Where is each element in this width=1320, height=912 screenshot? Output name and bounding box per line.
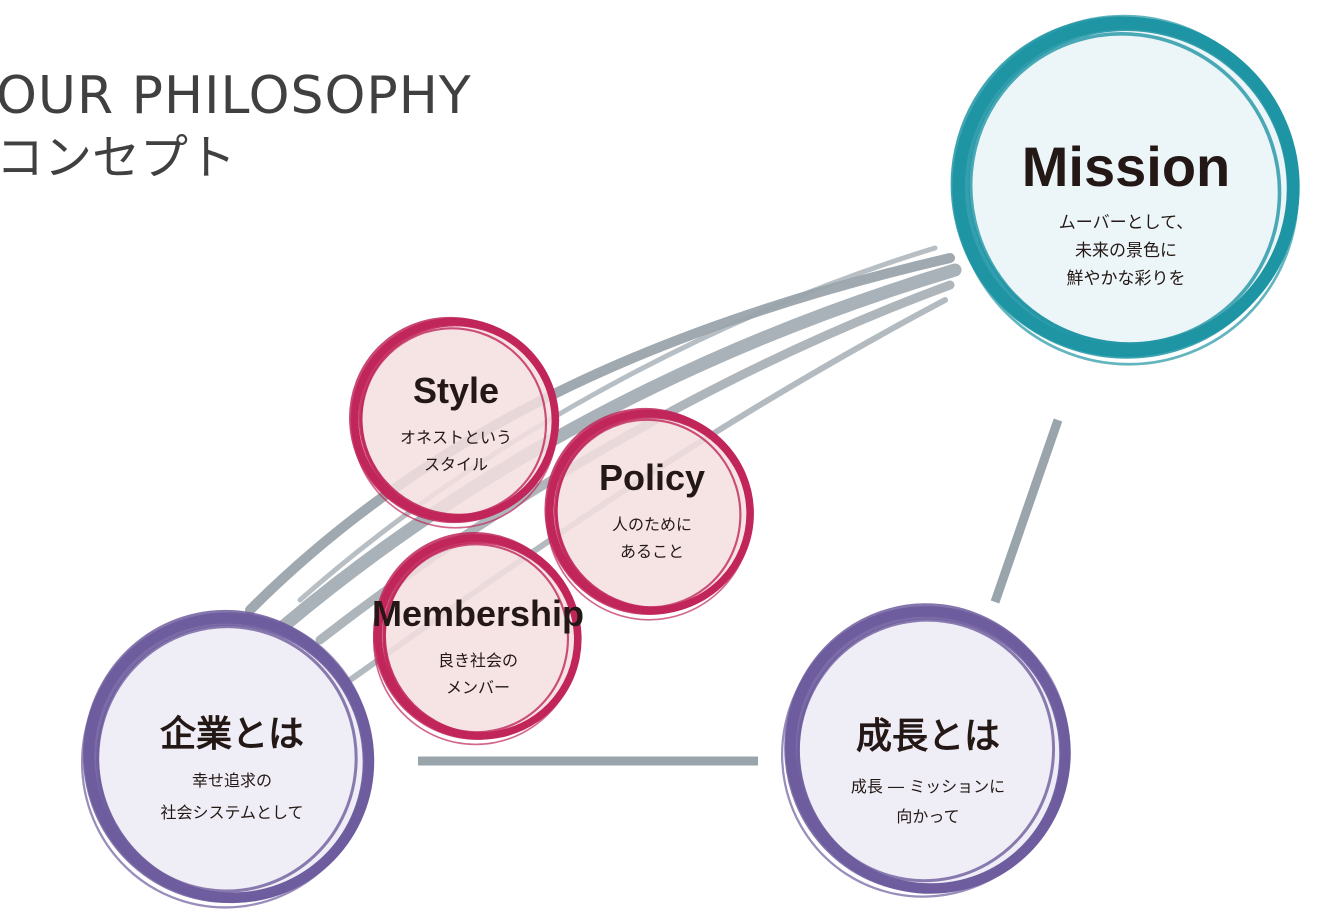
mission-ring-stroke: [968, 32, 1282, 347]
membership-line-1: 良き社会の: [438, 651, 518, 670]
values-ring-stroke: [351, 317, 559, 529]
values-ring: [372, 532, 582, 746]
connector-growth-to-mission: [990, 418, 1063, 604]
style-node: Style オネストという スタイル: [349, 316, 560, 529]
base-ring-stroke: [796, 618, 1056, 883]
growth-node: 成長とは 成長 ― ミッションに 向かって: [781, 603, 1071, 898]
values-ring-stroke: [544, 407, 750, 616]
policy-line-1: 人のために: [612, 515, 692, 534]
nodes-layer: Mission ムーバーとして、 未来の景色に 鮮やかな彩りを Style オネ…: [80, 14, 1300, 909]
company-title: 企業とは: [160, 713, 304, 754]
mission-line-2: 未来の景色に: [1075, 241, 1177, 261]
heading-title-en: OUR PHILOSOPHY: [0, 66, 472, 126]
values-ring-fill: [552, 414, 748, 610]
connector-company-to-mission-b: [278, 263, 962, 632]
style-line-2: スタイル: [424, 455, 488, 474]
values-ring-fill: [357, 322, 553, 518]
membership-node: Membership 良き社会の メンバー: [372, 532, 584, 746]
growth-line-1: 成長 ― ミッションに: [851, 777, 1005, 796]
style-line-1: オネストという: [400, 428, 512, 447]
style-title: Style: [413, 370, 499, 411]
values-ring-stroke: [555, 418, 742, 609]
base-ring-fill: [92, 621, 366, 895]
mission-node: Mission ムーバーとして、 未来の景色に 鮮やかな彩りを: [950, 14, 1300, 366]
base-ring-stroke: [80, 612, 373, 909]
growth-line-2: 向かって: [896, 807, 959, 826]
base-ring-stroke: [781, 606, 1071, 898]
mission-ring-fill: [964, 25, 1288, 349]
growth-title: 成長とは: [856, 715, 1000, 756]
policy-title: Policy: [599, 457, 705, 498]
mission-line-1: ムーバーとして、: [1059, 213, 1193, 233]
values-ring-stroke: [545, 409, 753, 621]
values-ring-fill: [380, 539, 576, 735]
company-line-1: 幸せ追求の: [192, 771, 272, 790]
company-node: 企業とは 幸せ追求の 社会システムとして: [80, 609, 375, 909]
company-line-2: 社会システムとして: [160, 803, 303, 822]
values-ring-stroke: [383, 543, 570, 734]
values-ring-stroke: [360, 327, 548, 517]
base-ring: [80, 609, 375, 909]
values-ring-stroke: [372, 532, 578, 740]
mission-line-3: 鮮やかな彩りを: [1067, 269, 1186, 289]
mission-ring-stroke: [953, 14, 1300, 366]
mission-ring: [950, 14, 1300, 366]
policy-line-2: あること: [620, 542, 684, 561]
base-ring-fill: [793, 615, 1063, 885]
mission-title: Mission: [1022, 135, 1230, 198]
policy-node: Policy 人のために あること: [544, 407, 754, 621]
base-ring: [781, 603, 1071, 898]
membership-line-2: メンバー: [446, 678, 510, 697]
mission-ring-stroke: [950, 16, 1296, 359]
membership-title: Membership: [372, 593, 584, 634]
values-ring-stroke: [349, 316, 556, 524]
heading-title-ja: コンセプト: [0, 130, 237, 186]
base-ring-stroke: [96, 625, 358, 893]
values-ring: [544, 407, 754, 621]
values-ring-stroke: [372, 534, 580, 746]
values-ring: [349, 316, 560, 529]
page-heading: OUR PHILOSOPHY コンセプト: [0, 70, 472, 182]
base-ring-stroke: [784, 603, 1068, 893]
connector-company-to-mission-e: [297, 245, 938, 603]
base-ring-stroke: [82, 609, 371, 904]
